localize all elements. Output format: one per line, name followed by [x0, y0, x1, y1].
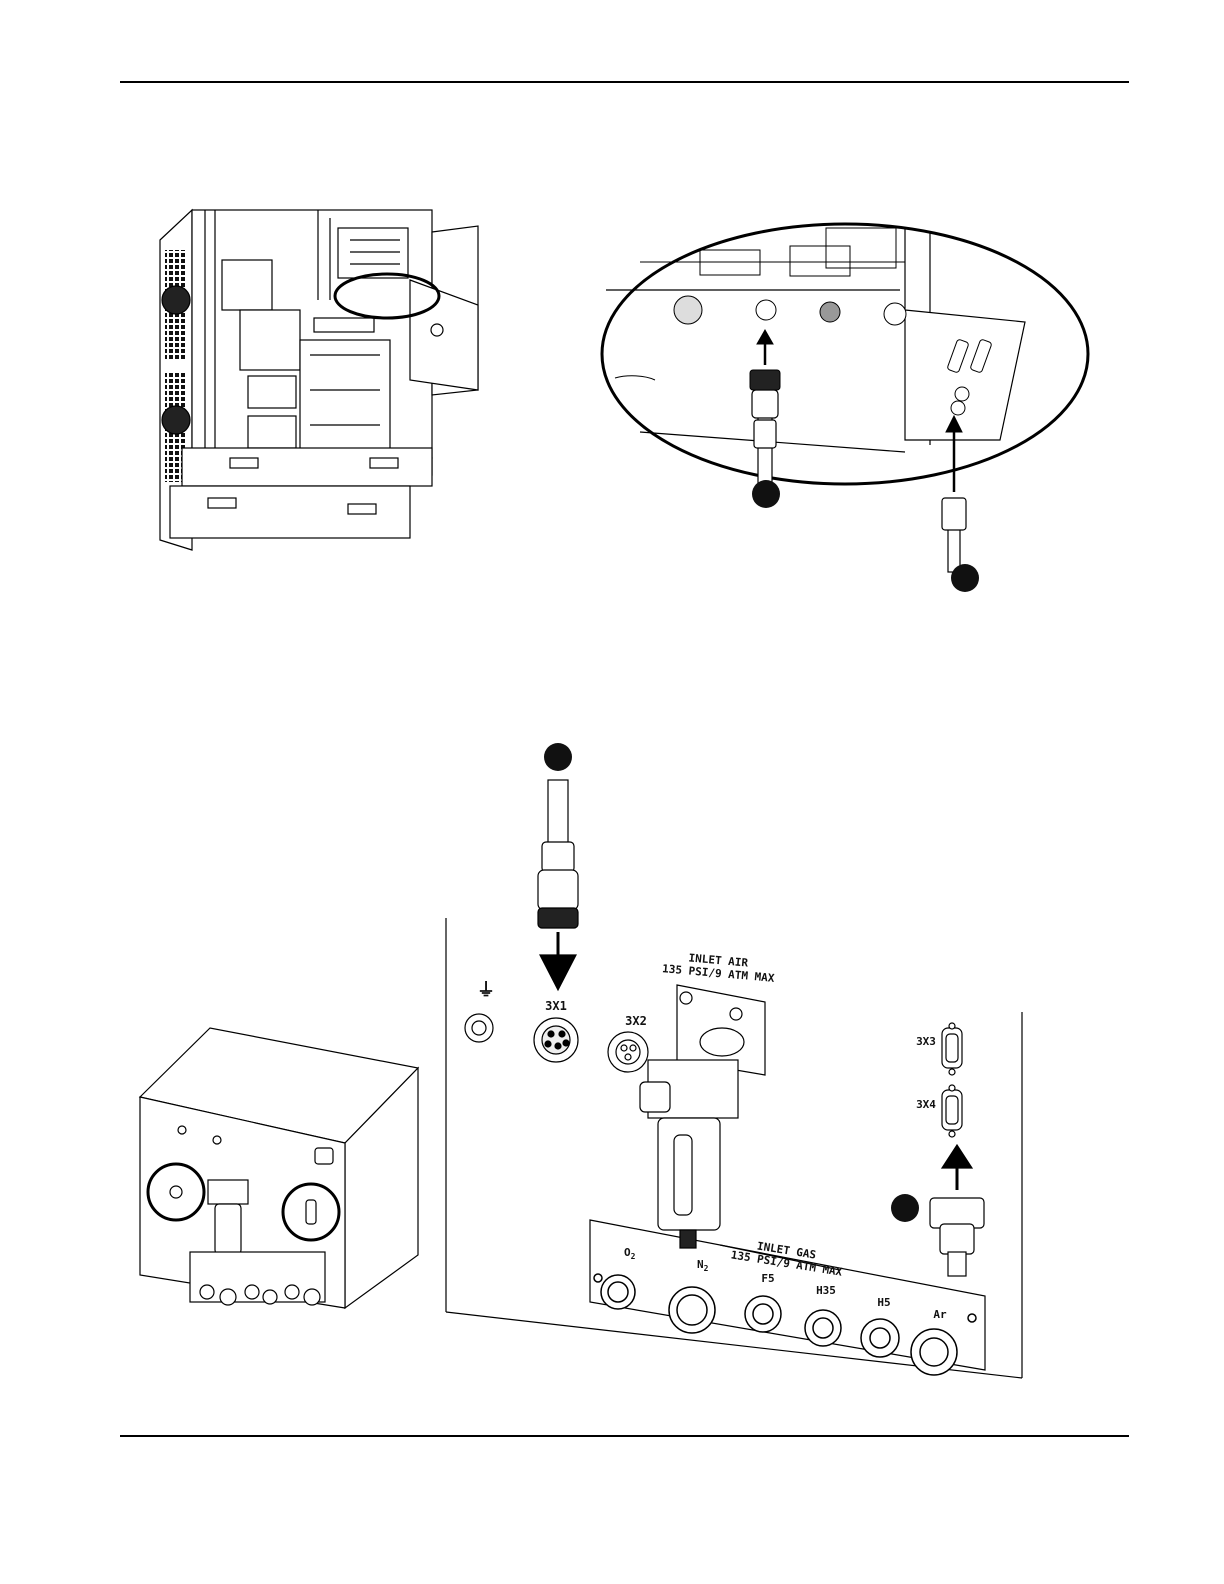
port-label-3x2: 3X2	[625, 1014, 647, 1028]
gas-label-n2: N2	[697, 1258, 709, 1273]
receptacle-3x3	[942, 1023, 962, 1075]
callout-marker-1	[752, 480, 780, 508]
gas-label-f5: F5	[761, 1272, 774, 1285]
callout-marker-2-bottom	[891, 1194, 919, 1222]
gas-fittings	[594, 1274, 976, 1375]
receptacle-3x2	[608, 1032, 648, 1072]
air-filter-regulator	[640, 985, 765, 1248]
gas-label-o2: O2	[624, 1246, 636, 1261]
port-label-3x3: 3X3	[916, 1035, 936, 1048]
gas-console-illustration	[140, 1028, 418, 1308]
receptacle-3x4	[942, 1085, 962, 1137]
port-label-3x4: 3X4	[916, 1098, 936, 1111]
power-supply-illustration	[160, 210, 478, 550]
receptacle-3x1	[534, 1018, 578, 1062]
gas-label-h5: H5	[877, 1296, 890, 1309]
detail-view	[602, 224, 1088, 572]
callout-marker-2	[951, 564, 979, 592]
gas-label-ar: Ar	[933, 1308, 947, 1321]
dsub-cable-plug	[930, 1145, 984, 1276]
round-cable-plug	[538, 780, 578, 990]
port-label-3x1: 3X1	[545, 999, 567, 1013]
ground-icon: ⏚	[477, 980, 495, 1001]
callout-marker-1-bottom	[544, 743, 572, 771]
gas-label-h35: H35	[816, 1284, 836, 1297]
